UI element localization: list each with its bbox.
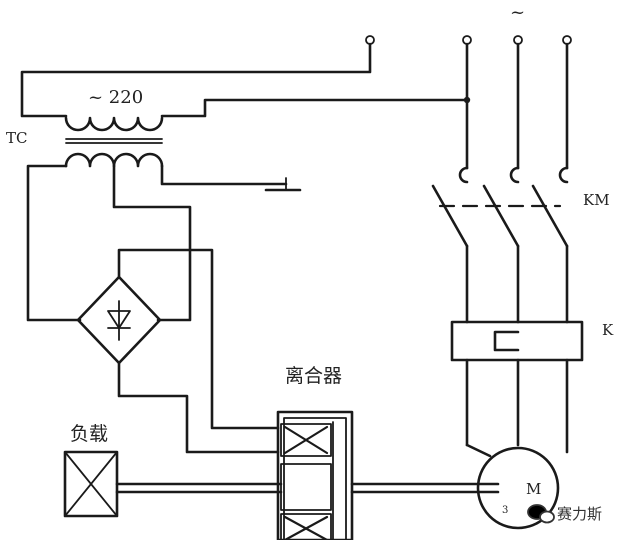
relay-label: K [602,321,614,339]
transformer-tc: ~ 220 TC [6,87,164,168]
ac-symbol-top: ~ [510,2,525,23]
supply-terminals: ~ [365,2,572,45]
contactor-label: KM [583,191,610,209]
transformer-name-label: TC [6,129,27,147]
load: 负载 [63,423,119,518]
contactor-km: KM [431,42,610,324]
transformer-primary-wiring [20,42,471,170]
clutch: 离合器 [276,365,354,540]
clutch-label: 离合器 [285,365,342,387]
watermark-text: 赛力斯 [557,505,602,523]
motor-phase-label: 3 [502,505,508,516]
relay-k: K [450,320,614,362]
bridge-rectifier [76,248,280,454]
shaft [115,482,500,494]
motor-label: M [526,480,541,498]
wechat-bubble-icon [527,504,555,524]
motor: M 3 [476,446,560,530]
load-label: 负载 [70,423,108,445]
watermark: 赛力斯 [527,504,602,524]
transformer-voltage-label: ~ 220 [88,87,143,108]
motor-wiring [465,358,569,458]
transformer-secondary-wiring [26,164,302,322]
